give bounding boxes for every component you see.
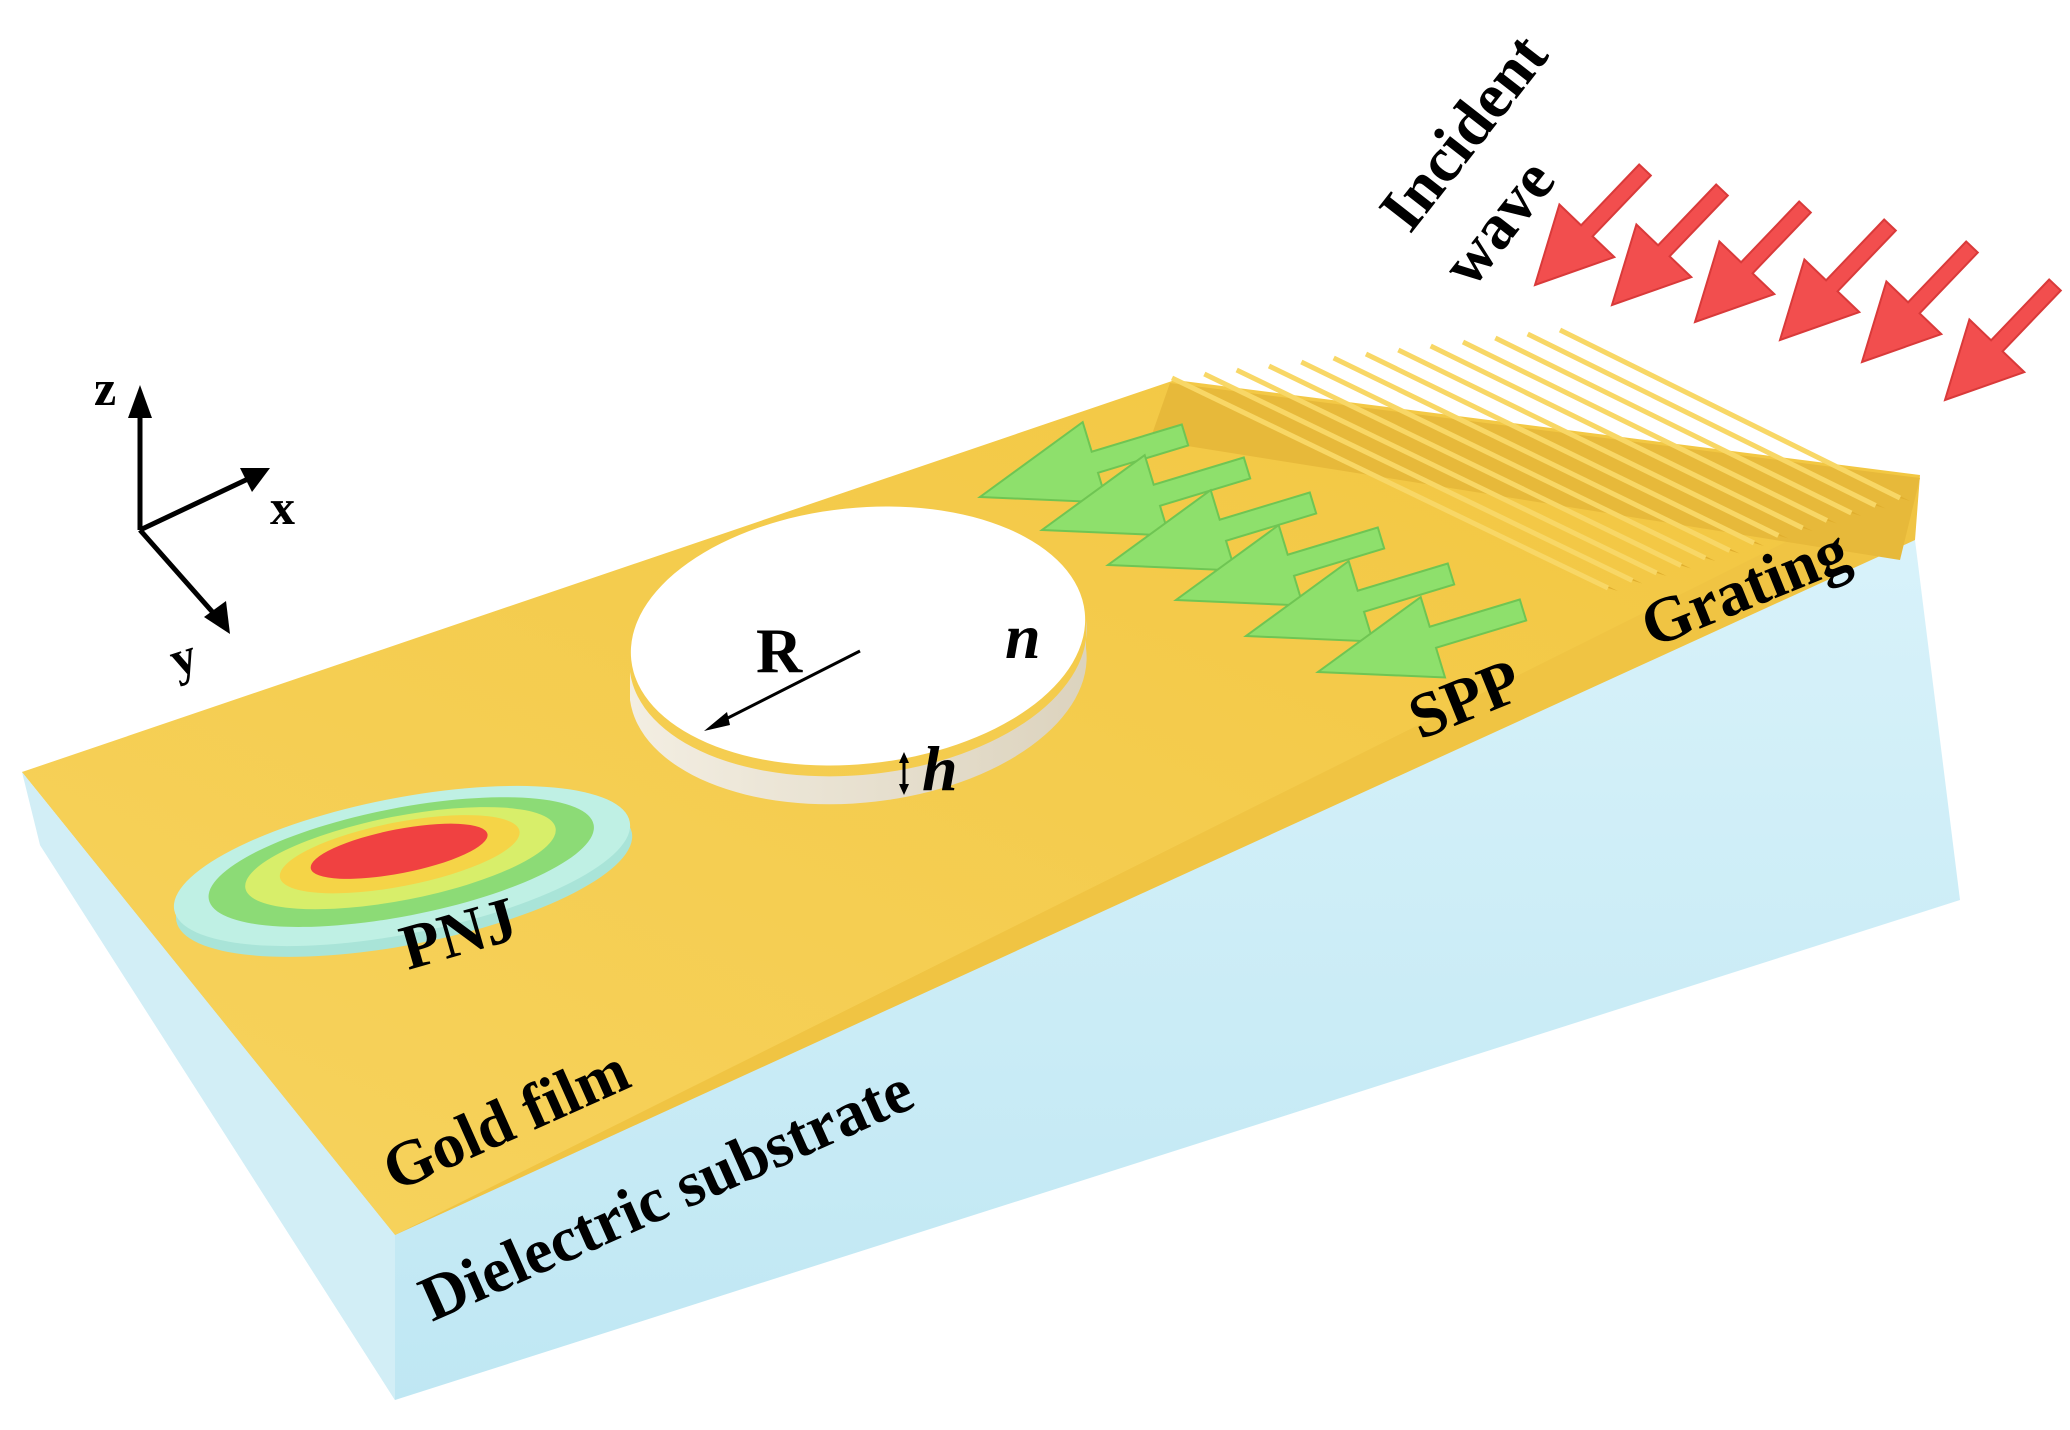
coordinate-axes <box>128 385 270 634</box>
grating-ridge <box>1203 371 1634 583</box>
grating-ridge <box>1494 335 1853 516</box>
x-axis-line <box>138 475 252 533</box>
incident-arrow <box>1778 218 1898 342</box>
incident-arrow <box>1533 163 1653 287</box>
substrate-left-face <box>22 772 395 1400</box>
grating-ridge <box>1170 375 1610 591</box>
grating-ridge <box>1364 351 1756 546</box>
grating-ridge <box>1461 339 1829 523</box>
height-label: h <box>922 733 958 804</box>
grating-base <box>1150 383 1920 560</box>
height-arrow-bottom <box>899 784 909 795</box>
z-axis-arrowhead <box>128 385 152 418</box>
spp-arrow <box>1039 453 1252 537</box>
grating <box>1150 327 1920 591</box>
grating-ridge <box>1526 331 1877 508</box>
incident-arrow <box>1860 240 1980 364</box>
radius-line <box>713 649 861 727</box>
pnj-focus-spot <box>173 785 633 957</box>
y-axis-line <box>138 528 218 618</box>
pnj-ring-red <box>310 823 488 879</box>
x-axis-label: x <box>270 479 295 535</box>
spp-arrow <box>1105 488 1318 572</box>
x-axis-arrowhead <box>240 468 270 492</box>
radius-label: R <box>756 615 803 686</box>
incident-arrow <box>1943 278 2063 402</box>
substrate-front-face <box>40 540 1960 1400</box>
incident-arrow <box>1693 200 1813 324</box>
y-axis-arrowhead <box>204 601 230 634</box>
index-label: n <box>1005 601 1041 672</box>
z-axis-label: z <box>94 360 116 416</box>
incident-wave-arrows <box>1533 163 2063 402</box>
height-arrow-top <box>899 752 909 763</box>
incident-arrow <box>1610 183 1730 307</box>
grating-ridge <box>1397 347 1780 538</box>
grating-ridge <box>1267 363 1683 568</box>
grating-ridge <box>1332 355 1731 553</box>
gold-film-top-surface <box>22 380 1920 1235</box>
spp-arrow <box>1315 595 1528 679</box>
spp-arrows <box>977 420 1528 679</box>
y-axis-label: y <box>163 626 204 687</box>
spp-arrow <box>1243 559 1456 643</box>
spp-arrow <box>1173 523 1386 607</box>
disk-top-face <box>630 506 1086 766</box>
grating-ridge <box>1300 359 1707 561</box>
spp-arrow <box>977 420 1190 504</box>
dielectric-disk <box>630 506 1087 805</box>
radius-arrowhead <box>704 712 730 731</box>
grating-ridge <box>1429 343 1804 531</box>
grating-ridge <box>1235 367 1658 576</box>
slab <box>22 380 1960 1400</box>
disk-side-wall <box>630 620 1087 805</box>
grating-ridge <box>1558 327 1902 501</box>
